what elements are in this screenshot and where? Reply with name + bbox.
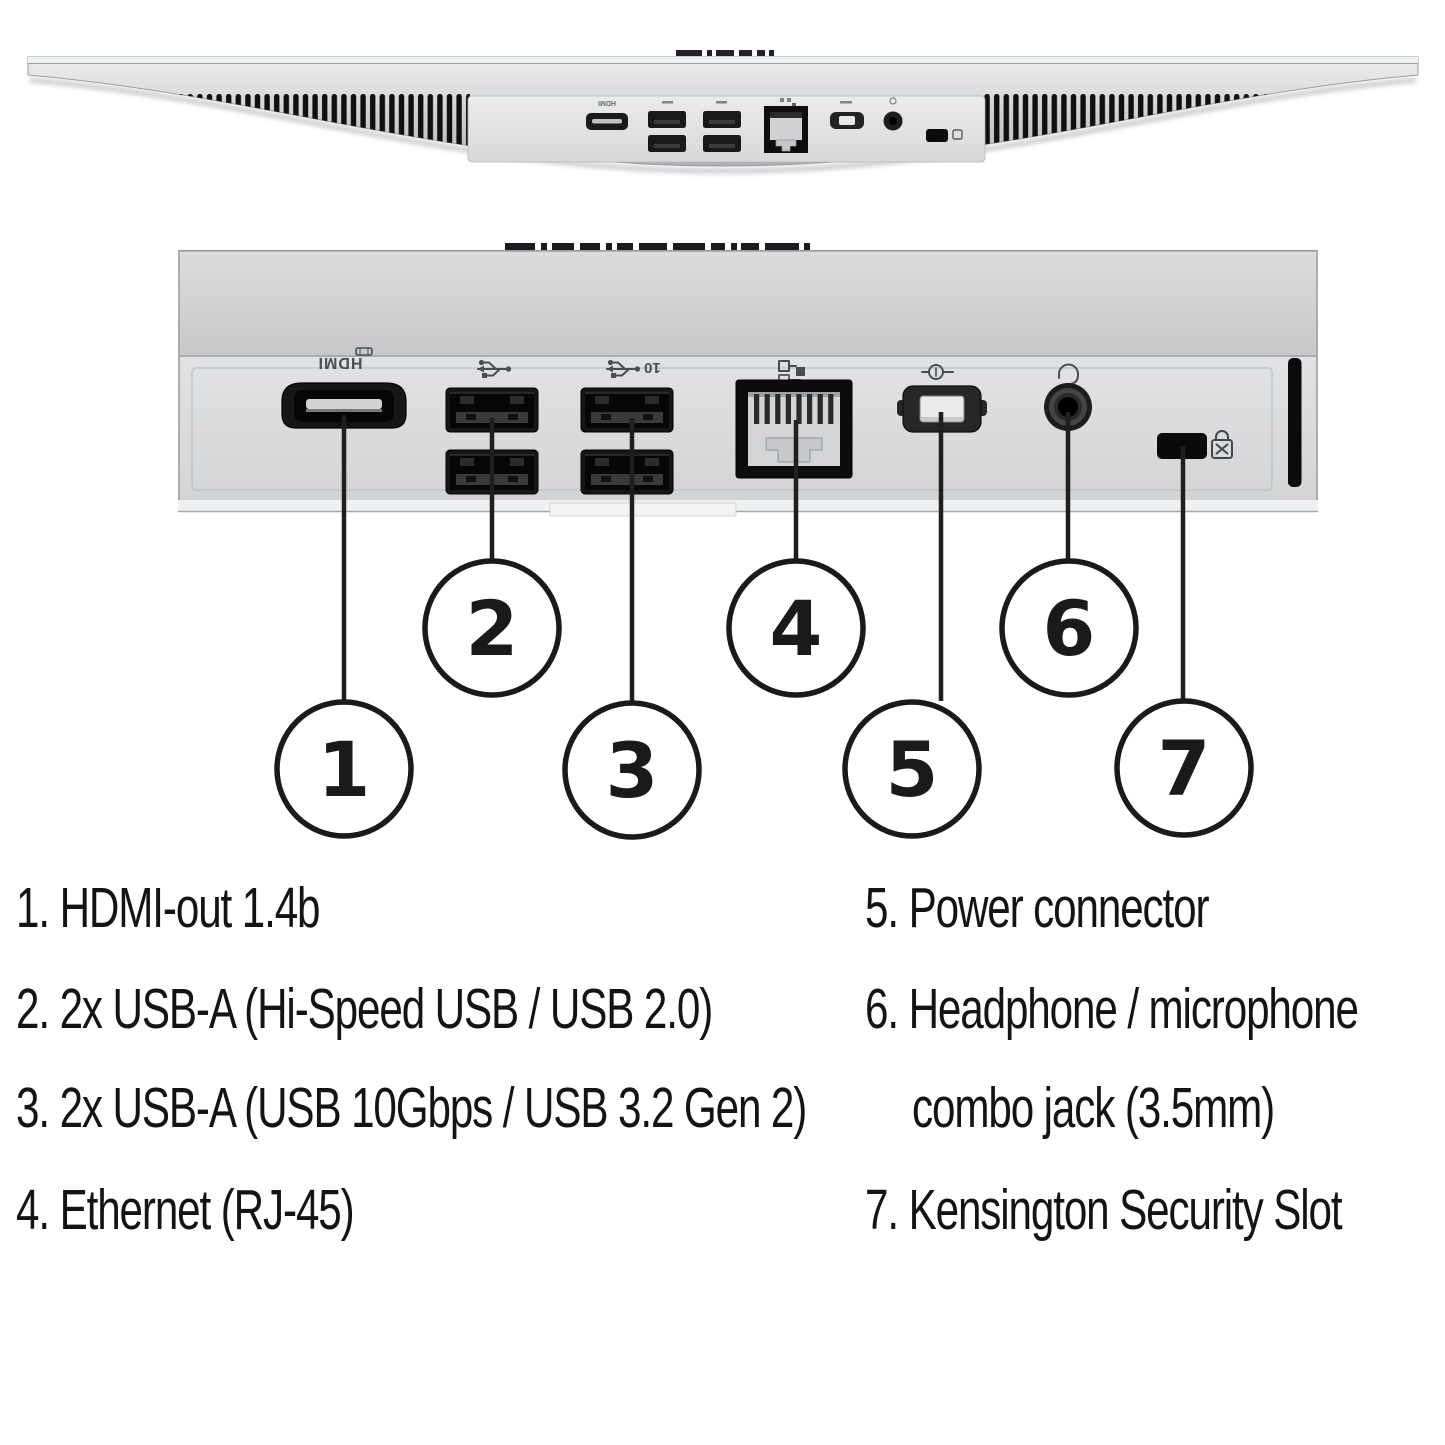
closeup-bottom-strip	[178, 500, 1318, 511]
closeup-bottom-tab	[549, 502, 737, 517]
mini-kensington-slot	[926, 129, 963, 142]
hdmi-port	[281, 382, 407, 429]
device-shadow	[29, 77, 1417, 174]
callout-5-number: 5	[886, 725, 939, 814]
callout-1-number: 1	[318, 725, 371, 814]
mini-ethernet-port	[764, 106, 808, 153]
callout-2-number: 2	[466, 584, 519, 673]
kensington-lock-icon	[1211, 430, 1233, 459]
closeup-regulatory-marks	[505, 243, 810, 251]
callout-7-number: 7	[1158, 724, 1211, 813]
legend-item-1: 1. HDMI-out 1.4b	[16, 876, 321, 940]
usb-icon	[477, 359, 512, 378]
usb10-icon: 10	[606, 359, 661, 378]
legend-item-6-line-1: 6. Headphone / microphone	[865, 977, 1359, 1041]
callout-6: 6	[999, 558, 1139, 698]
legend-item-2: 2. 2x USB-A (Hi-Speed USB / USB 2.0)	[16, 977, 713, 1041]
callout-4: 4	[726, 558, 866, 698]
callout-3-number: 3	[606, 726, 659, 815]
legend-item-6-line-2: combo jack (3.5mm)	[912, 1076, 1275, 1140]
stand-regulatory-marks	[676, 50, 774, 56]
callout-1: 1	[274, 699, 414, 839]
callout-lines	[341, 412, 1186, 703]
hdmi-label: HDMI	[318, 354, 363, 371]
side-vent-bar	[1288, 358, 1302, 487]
callout-5: 5	[842, 699, 982, 839]
mini-port-icons: HDMI	[598, 97, 897, 107]
ports-illustration: HDMI	[27, 50, 1419, 840]
legend-item-3: 3. 2x USB-A (USB 10Gbps / USB 3.2 Gen 2)	[16, 1076, 807, 1140]
legend-item-5: 5. Power connector	[865, 876, 1210, 940]
callout-2: 2	[422, 558, 562, 698]
mini-hdmi-label: HDMI	[598, 99, 616, 106]
callout-6-number: 6	[1043, 584, 1096, 673]
callout-4-number: 4	[770, 584, 823, 673]
mini-usb-ports	[648, 111, 741, 152]
power-icon	[921, 364, 954, 380]
mini-audio-jack	[883, 111, 903, 131]
closeup-inner-outline	[191, 367, 1273, 491]
ports-closeup-view: HDMI	[178, 243, 1318, 517]
legend-item-4: 4. Ethernet (RJ-45)	[16, 1178, 355, 1242]
audio-jack	[1044, 383, 1092, 431]
usb10-label: 10	[644, 359, 661, 376]
callout-3: 3	[562, 700, 702, 840]
legend-item-7: 7. Kensington Security Slot	[865, 1178, 1343, 1242]
callout-circles: 1 2 3 4 5 6 7	[274, 558, 1254, 840]
closeup-top-band	[178, 250, 1318, 356]
device-top-strip	[28, 57, 1418, 63]
mini-power-port	[830, 112, 864, 129]
mini-hdmi-port	[586, 113, 628, 130]
callout-7: 7	[1114, 698, 1254, 838]
hdmi-label-group: HDMI	[318, 347, 373, 371]
